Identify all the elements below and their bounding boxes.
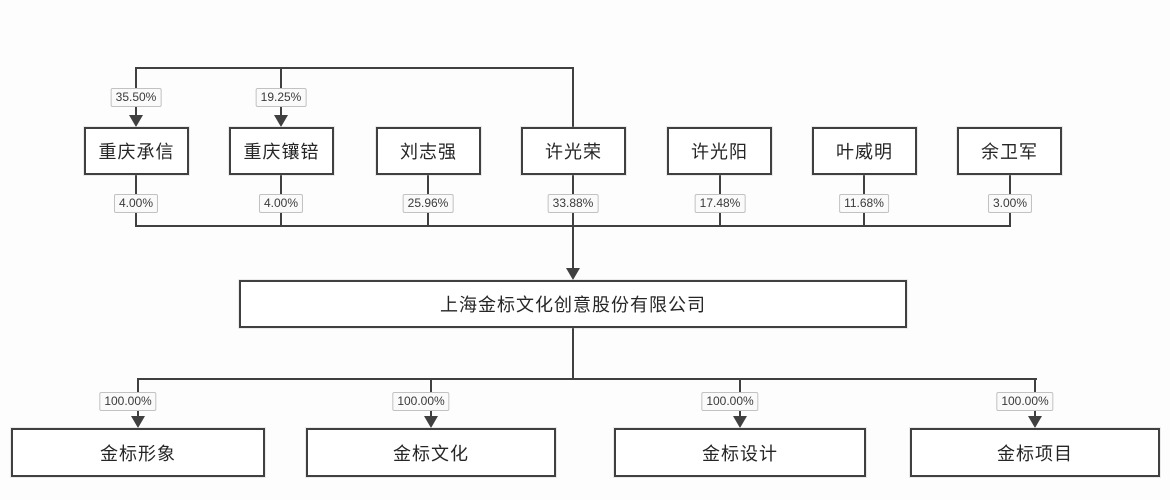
ownership-label: 100.00%	[701, 392, 759, 411]
arrowhead-down-icon	[424, 416, 438, 428]
ownership-label: 19.25%	[255, 88, 307, 107]
arrowhead-down-icon	[566, 268, 580, 280]
ownership-label: 100.00%	[392, 392, 450, 411]
ownership-label: 100.00%	[996, 392, 1054, 411]
ownership-label: 3.00%	[987, 194, 1033, 213]
shareholder-box: 重庆镶锫	[229, 127, 334, 175]
ownership-label: 4.00%	[113, 194, 159, 213]
ownership-label: 4.00%	[258, 194, 304, 213]
ownership-label: 17.48%	[694, 194, 746, 213]
arrowhead-down-icon	[274, 115, 288, 127]
arrowhead-down-icon	[129, 115, 143, 127]
ownership-label: 25.96%	[402, 194, 454, 213]
company-box: 上海金标文化创意股份有限公司	[239, 280, 907, 328]
shareholder-box: 许光阳	[667, 127, 772, 175]
ownership-label: 100.00%	[99, 392, 157, 411]
connector-bus-subsidiaries	[137, 378, 1037, 380]
shareholder-box: 余卫军	[957, 127, 1062, 175]
ownership-label: 11.68%	[839, 194, 889, 213]
shareholder-box: 刘志强	[376, 127, 481, 175]
subsidiary-box: 金标文化	[306, 428, 556, 477]
connector-top-riser	[572, 67, 574, 127]
shareholder-box: 叶威明	[812, 127, 917, 175]
ownership-label: 33.88%	[547, 194, 599, 213]
connector-bus-shareholders	[135, 225, 1011, 227]
subsidiary-box: 金标项目	[910, 428, 1160, 477]
connector-company-drop	[572, 328, 574, 378]
subsidiary-box: 金标设计	[614, 428, 866, 477]
subsidiary-box: 金标形象	[11, 428, 265, 477]
shareholder-box: 许光荣	[521, 127, 626, 175]
shareholder-box: 重庆承信	[84, 127, 189, 175]
connector-top-hline	[135, 67, 574, 69]
arrowhead-down-icon	[131, 416, 145, 428]
arrowhead-down-icon	[1028, 416, 1042, 428]
arrowhead-down-icon	[733, 416, 747, 428]
connector-stake-line-main	[572, 175, 574, 268]
ownership-label: 35.50%	[110, 88, 162, 107]
